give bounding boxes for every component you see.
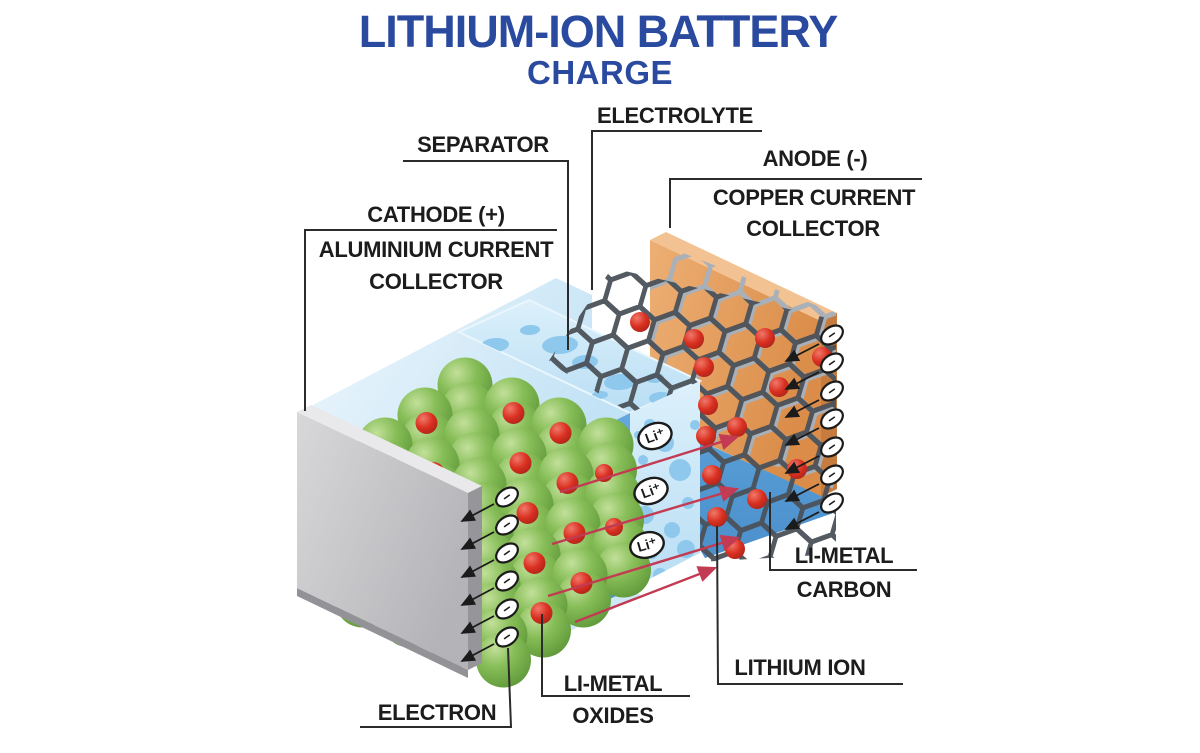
li-plus-ion-icon: Li⁺ [629,530,665,560]
ion-symbol-text: Li⁺ [635,534,658,555]
leader-electron [360,647,513,728]
ion-symbol-text: Li⁺ [639,480,663,502]
li-ion-flow-arrow [559,433,740,494]
leader-lithium-ion [716,525,903,685]
lithium-ion-dot-icon [549,422,572,444]
electron-icon: − [820,436,844,458]
leader-li-metal-oxides [541,614,690,697]
lithium-ion-dot-icon [727,417,747,437]
lithium-ion-dot-icon [747,489,767,509]
label-copper-collector-line2: COLLECTOR [746,216,880,241]
leader-li-metal-carbon [769,492,917,571]
lithium-ion-dot-icon [630,312,650,332]
electron-icon: − [820,408,844,430]
diagram-subtitle: CHARGE [526,54,674,91]
electron-icon: − [495,542,519,564]
electron-icons-right: − − − − − − − [784,324,844,530]
leader-anode-copper [669,178,922,228]
li-ion-flow-arrow [551,485,740,546]
li-plus-ion-icon: Li⁺ [637,421,673,451]
label-electrolyte: ELECTROLYTE [596,103,754,128]
lithium-ion-dot-icon [694,357,714,377]
li-plus-ion-icon: Li⁺ [633,476,669,506]
lithium-ion-dot-icon [605,518,623,536]
electrolyte-bubble [653,568,667,582]
lithium-ion-dot-icon [516,502,539,524]
electron-icon: − [495,626,519,648]
leader-electrolyte [591,130,762,290]
lithium-ion-badges: Li⁺ Li⁺ Li⁺ [629,421,673,560]
label-cathode: CATHODE (+) [367,202,505,227]
label-li-metal-carbon-line2: CARBON [796,577,892,602]
electrolyte-bubble [520,324,540,336]
lithium-ion-dot-icon [509,452,532,474]
label-electron: ELECTRON [377,700,497,725]
li-ion-flow-arrow [574,566,718,624]
lithium-ion-dot-icon [415,412,438,434]
li-metal-oxide-sphere [516,602,571,658]
li-ion-flow-arrows [547,433,741,624]
electrolyte-bubble [690,420,700,430]
lithium-ion-dot-icon [769,377,789,397]
label-aluminium-collector-line1: ALUMINIUM CURRENT [318,237,554,262]
lithium-ion-dot-icon [530,602,553,624]
label-aluminium-collector-line2: COLLECTOR [369,269,503,294]
leader-lines [304,130,922,728]
electron-icon: − [495,598,519,620]
lithium-ion-dot-icon [684,329,704,349]
electron-icon: − [820,492,844,514]
electrolyte-bubble [669,459,691,481]
label-lithium-ion: LITHIUM ION [734,655,866,680]
lithium-ion-dot-icon [502,402,525,424]
lithium-ion-dot-icon [698,395,718,415]
electrolyte-bubble [664,522,680,538]
electron-icons-left: − − − − − − [460,486,519,662]
lithium-ion-dot-icon [696,426,716,446]
lithium-ion-dot-icon [755,328,775,348]
electron-icon: − [820,380,844,402]
label-li-metal-carbon-line1: LI-METAL [794,543,894,568]
lithium-ion-dot-icon [523,552,546,574]
lithium-ion-dot-icon [702,465,722,485]
leader-separator [403,160,569,350]
label-li-metal-oxides-line2: OXIDES [572,703,654,728]
li-ion-flow-arrow [547,534,741,598]
diagram-title: LITHIUM-ION BATTERY [358,6,838,57]
electron-icon: − [820,464,844,486]
aluminium-current-collector-shape [297,405,482,678]
leader-cathode-aluminium [304,229,557,411]
label-copper-collector-line1: COPPER CURRENT [712,185,916,210]
electron-icon: − [495,514,519,536]
label-anode: ANODE (-) [762,146,868,171]
lithium-ion-dot-icon [707,507,727,527]
lithium-ion-dot-icon [787,459,807,479]
electron-icon: − [495,486,519,508]
ion-symbol-text: Li⁺ [643,425,667,447]
electron-icon: − [820,324,844,346]
electron-icon: − [820,352,844,374]
label-li-metal-oxides-line1: LI-METAL [563,671,663,696]
label-separator: SEPARATOR [417,132,549,157]
electron-icon: − [495,570,519,592]
electrolyte-bubble [638,455,648,465]
